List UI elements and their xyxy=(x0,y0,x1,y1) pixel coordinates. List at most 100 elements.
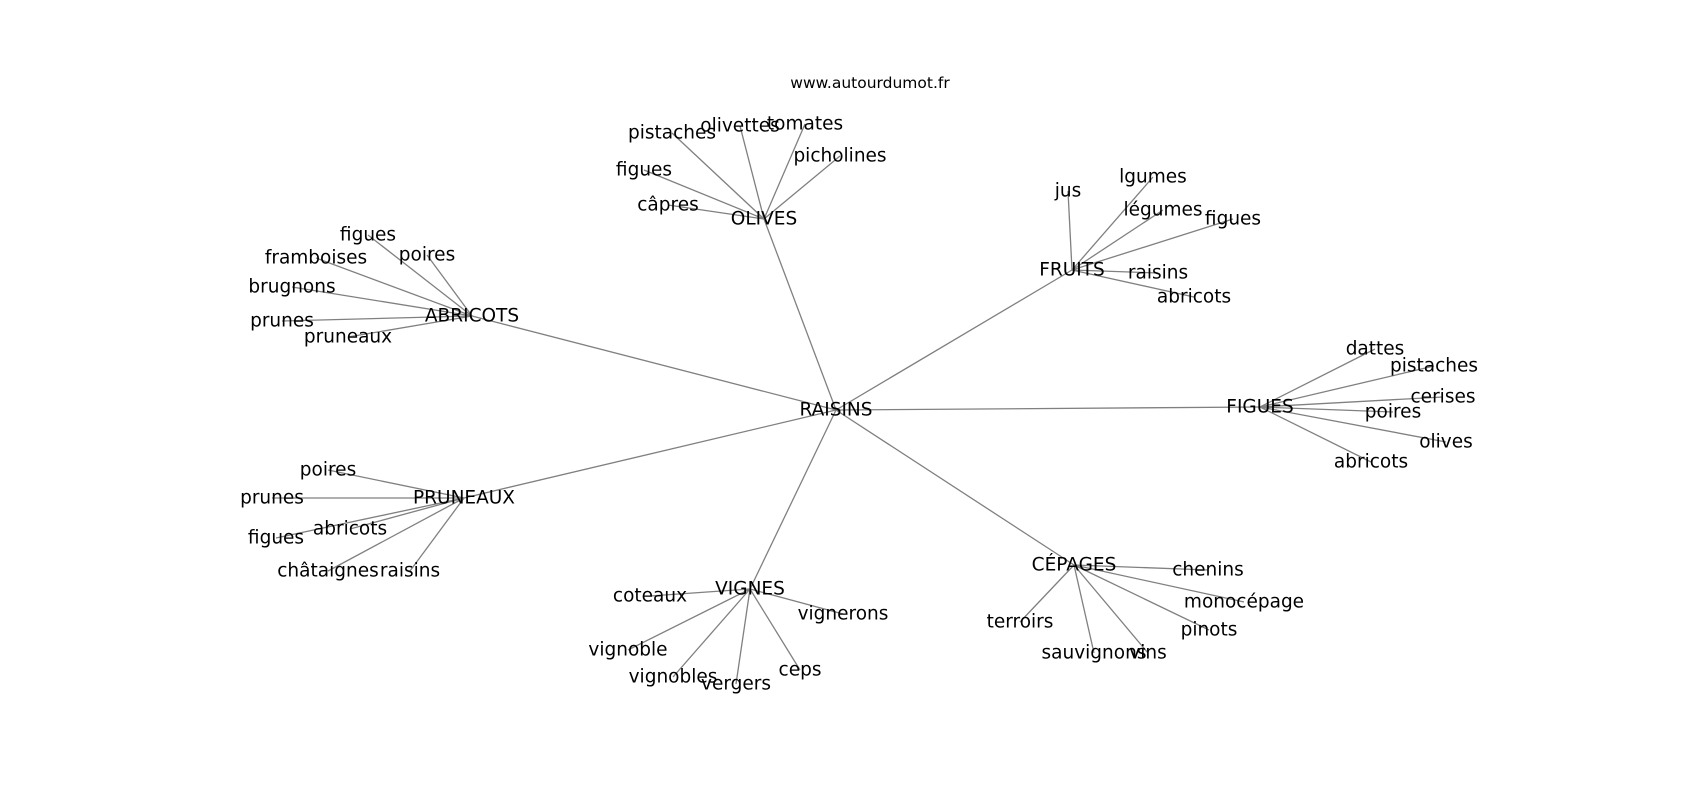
leaf-node-label: terroirs xyxy=(987,612,1054,633)
edge-hub-leaf xyxy=(1073,564,1149,654)
leaf-node-label: figues xyxy=(340,225,396,246)
leaf-node-label: vergers xyxy=(701,674,771,695)
leaf-node-label: raisins xyxy=(1128,263,1188,284)
leaf-node-label: abricots xyxy=(1157,287,1231,308)
leaf-node-label: pinots xyxy=(1181,620,1238,641)
edge-hub-leaf xyxy=(672,588,751,678)
leaf-node-label: framboises xyxy=(265,248,367,269)
leaf-node-label: légumes xyxy=(1123,200,1202,221)
edge-hub-leaf xyxy=(671,132,765,220)
edge-hub-leaf xyxy=(281,315,473,322)
edge-center-hub xyxy=(763,218,837,411)
edge-hub-leaf xyxy=(749,588,844,615)
edge-hub-leaf xyxy=(275,497,465,539)
edge-hub-leaf xyxy=(1067,190,1073,271)
site-watermark: www.autourdumot.fr xyxy=(790,74,950,92)
hub-node-label: FRUITS xyxy=(1039,260,1105,281)
leaf-node-label: brugnons xyxy=(248,277,335,298)
edge-center-hub xyxy=(835,269,1073,411)
leaf-node-label: figues xyxy=(616,160,672,181)
edge-hub-leaf xyxy=(1073,564,1209,571)
leaf-node-label: vignobles xyxy=(629,667,718,688)
edge-hub-leaf xyxy=(409,497,465,572)
leaf-node-label: pruneaux xyxy=(304,327,392,348)
edge-hub-leaf xyxy=(1073,564,1210,631)
edges xyxy=(272,123,1447,685)
edge-hub-leaf xyxy=(1259,365,1435,408)
edge-hub-leaf xyxy=(327,469,465,499)
edge-hub-leaf xyxy=(426,254,473,317)
hub-node-label: PRUNEAUX xyxy=(413,488,515,509)
edge-hub-leaf xyxy=(347,315,473,338)
edge-hub-leaf xyxy=(367,234,473,317)
edge-hub-leaf xyxy=(1071,218,1234,271)
edge-center-hub xyxy=(749,409,837,590)
edge-hub-leaf xyxy=(1259,406,1447,443)
leaf-node-label: ceps xyxy=(779,660,822,681)
edge-hub-leaf xyxy=(327,497,465,572)
edge-center-hub xyxy=(463,409,837,499)
leaf-node-label: figues xyxy=(248,528,304,549)
edge-hub-leaf xyxy=(667,204,765,220)
leaf-node-label: olives xyxy=(1419,432,1473,453)
edge-hub-leaf xyxy=(1071,176,1154,271)
leaf-node-label: monocépage xyxy=(1184,592,1304,613)
edge-hub-leaf xyxy=(1259,348,1376,408)
edge-hub-leaf xyxy=(643,169,765,220)
leaf-node-label: pistaches xyxy=(1390,356,1478,377)
leaf-node-label: olivettes xyxy=(700,116,779,137)
leaf-node-label: poires xyxy=(399,245,455,266)
hub-node-label: ABRICOTS xyxy=(425,306,519,327)
center-node-label: RAISINS xyxy=(800,400,873,421)
leaf-node-label: dattes xyxy=(1346,339,1405,360)
edge-hub-leaf xyxy=(1071,269,1195,298)
leaf-node-label: pistaches xyxy=(628,123,716,144)
edge-center-hub xyxy=(471,315,837,411)
leaf-node-label: poires xyxy=(1365,402,1421,423)
hub-node-label: VIGNES xyxy=(715,579,785,600)
leaf-node-label: vins xyxy=(1129,643,1166,664)
edge-hub-leaf xyxy=(1073,564,1095,654)
edge-hub-leaf xyxy=(315,257,473,317)
leaf-node-label: sauvignons xyxy=(1042,643,1147,664)
hub-node-label: OLIVES xyxy=(731,209,797,230)
edge-hub-leaf xyxy=(1073,564,1245,603)
leaf-node-label: vignoble xyxy=(588,640,667,661)
edge-hub-leaf xyxy=(649,588,751,597)
edge-hub-leaf xyxy=(1259,396,1444,408)
leaf-node-label: prunes xyxy=(250,311,314,332)
leaf-node-label: câpres xyxy=(637,195,698,216)
leaf-node-label: coteaux xyxy=(613,586,687,607)
edge-hub-leaf xyxy=(1071,269,1159,274)
edge-hub-leaf xyxy=(739,125,765,220)
leaf-node-label: raisins xyxy=(380,561,440,582)
leaf-node-label: prunes xyxy=(240,488,304,509)
leaf-node-label: vignerons xyxy=(798,604,889,625)
edge-hub-leaf xyxy=(763,155,841,220)
leaf-node-label: lgumes xyxy=(1119,167,1187,188)
hub-node-label: FIGUES xyxy=(1226,397,1293,418)
edge-hub-leaf xyxy=(291,286,473,317)
edge-hub-leaf xyxy=(627,588,751,651)
edge-hub-leaf xyxy=(1259,406,1394,413)
leaf-node-label: abricots xyxy=(313,519,387,540)
edge-hub-leaf xyxy=(349,497,465,530)
edge-center-hub xyxy=(835,409,1075,566)
leaf-node-label: tomates xyxy=(767,114,843,135)
hub-node-label: CÉPAGES xyxy=(1032,554,1117,576)
leaf-node-label: cerises xyxy=(1411,387,1476,408)
edge-center-hub xyxy=(835,406,1261,411)
edge-hub-leaf xyxy=(1071,209,1164,271)
leaf-node-label: picholines xyxy=(793,146,886,167)
leaf-node-label: jus xyxy=(1054,181,1082,202)
leaf-node-label: abricots xyxy=(1334,452,1408,473)
leaf-node-label: châtaignes xyxy=(277,561,378,582)
edge-hub-leaf xyxy=(735,588,751,685)
edge-hub-leaf xyxy=(763,123,806,220)
edge-hub-leaf xyxy=(749,588,801,671)
leaf-node-label: figues xyxy=(1205,209,1261,230)
edge-hub-leaf xyxy=(1019,564,1075,623)
leaf-node-label: chenins xyxy=(1172,560,1244,581)
labels: RAISINSOLIVESpistachesolivettestomatespi… xyxy=(240,114,1478,695)
